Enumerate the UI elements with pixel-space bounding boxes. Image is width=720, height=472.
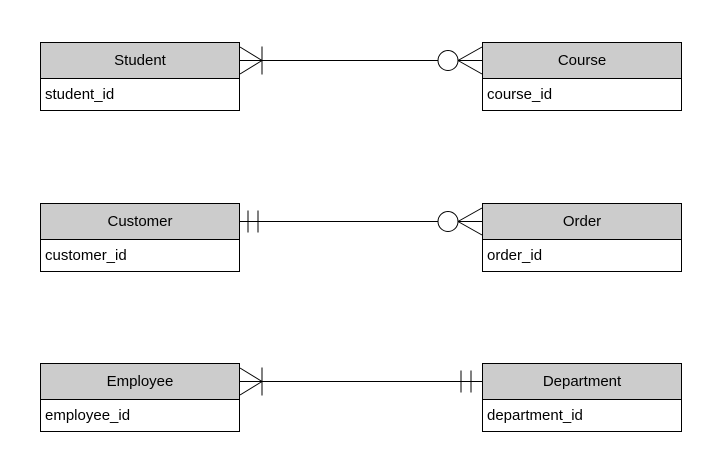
entity-attribute: student_id: [41, 79, 239, 110]
entity-course[interactable]: Course course_id: [482, 42, 682, 111]
entity-title: Student: [41, 43, 239, 79]
entity-title: Course: [483, 43, 681, 79]
crows-foot-many-icon: [239, 367, 263, 396]
crows-foot-many-icon: [457, 207, 483, 236]
entity-department[interactable]: Department department_id: [482, 363, 682, 432]
optional-zero-circle-icon: [437, 50, 459, 71]
entity-attribute: customer_id: [41, 240, 239, 271]
relationship-student-course[interactable]: [239, 46, 483, 75]
relationship-customer-order[interactable]: [240, 207, 483, 236]
exactly-one-double-bar-icon: [247, 210, 259, 233]
entity-title: Department: [483, 364, 681, 400]
entity-title: Order: [483, 204, 681, 240]
entity-title: Customer: [41, 204, 239, 240]
optional-zero-circle-icon: [437, 211, 459, 232]
entity-customer[interactable]: Customer customer_id: [40, 203, 240, 272]
relationship-employee-department[interactable]: [239, 367, 482, 396]
entity-employee[interactable]: Employee employee_id: [40, 363, 240, 432]
entity-attribute: course_id: [483, 79, 681, 110]
exactly-one-double-bar-icon: [460, 370, 472, 393]
entity-order[interactable]: Order order_id: [482, 203, 682, 272]
entity-attribute: order_id: [483, 240, 681, 271]
crows-foot-many-icon: [457, 46, 483, 75]
entity-student[interactable]: Student student_id: [40, 42, 240, 111]
entity-attribute: department_id: [483, 400, 681, 431]
entity-title: Employee: [41, 364, 239, 400]
crows-foot-many-icon: [239, 46, 263, 75]
entity-attribute: employee_id: [41, 400, 239, 431]
